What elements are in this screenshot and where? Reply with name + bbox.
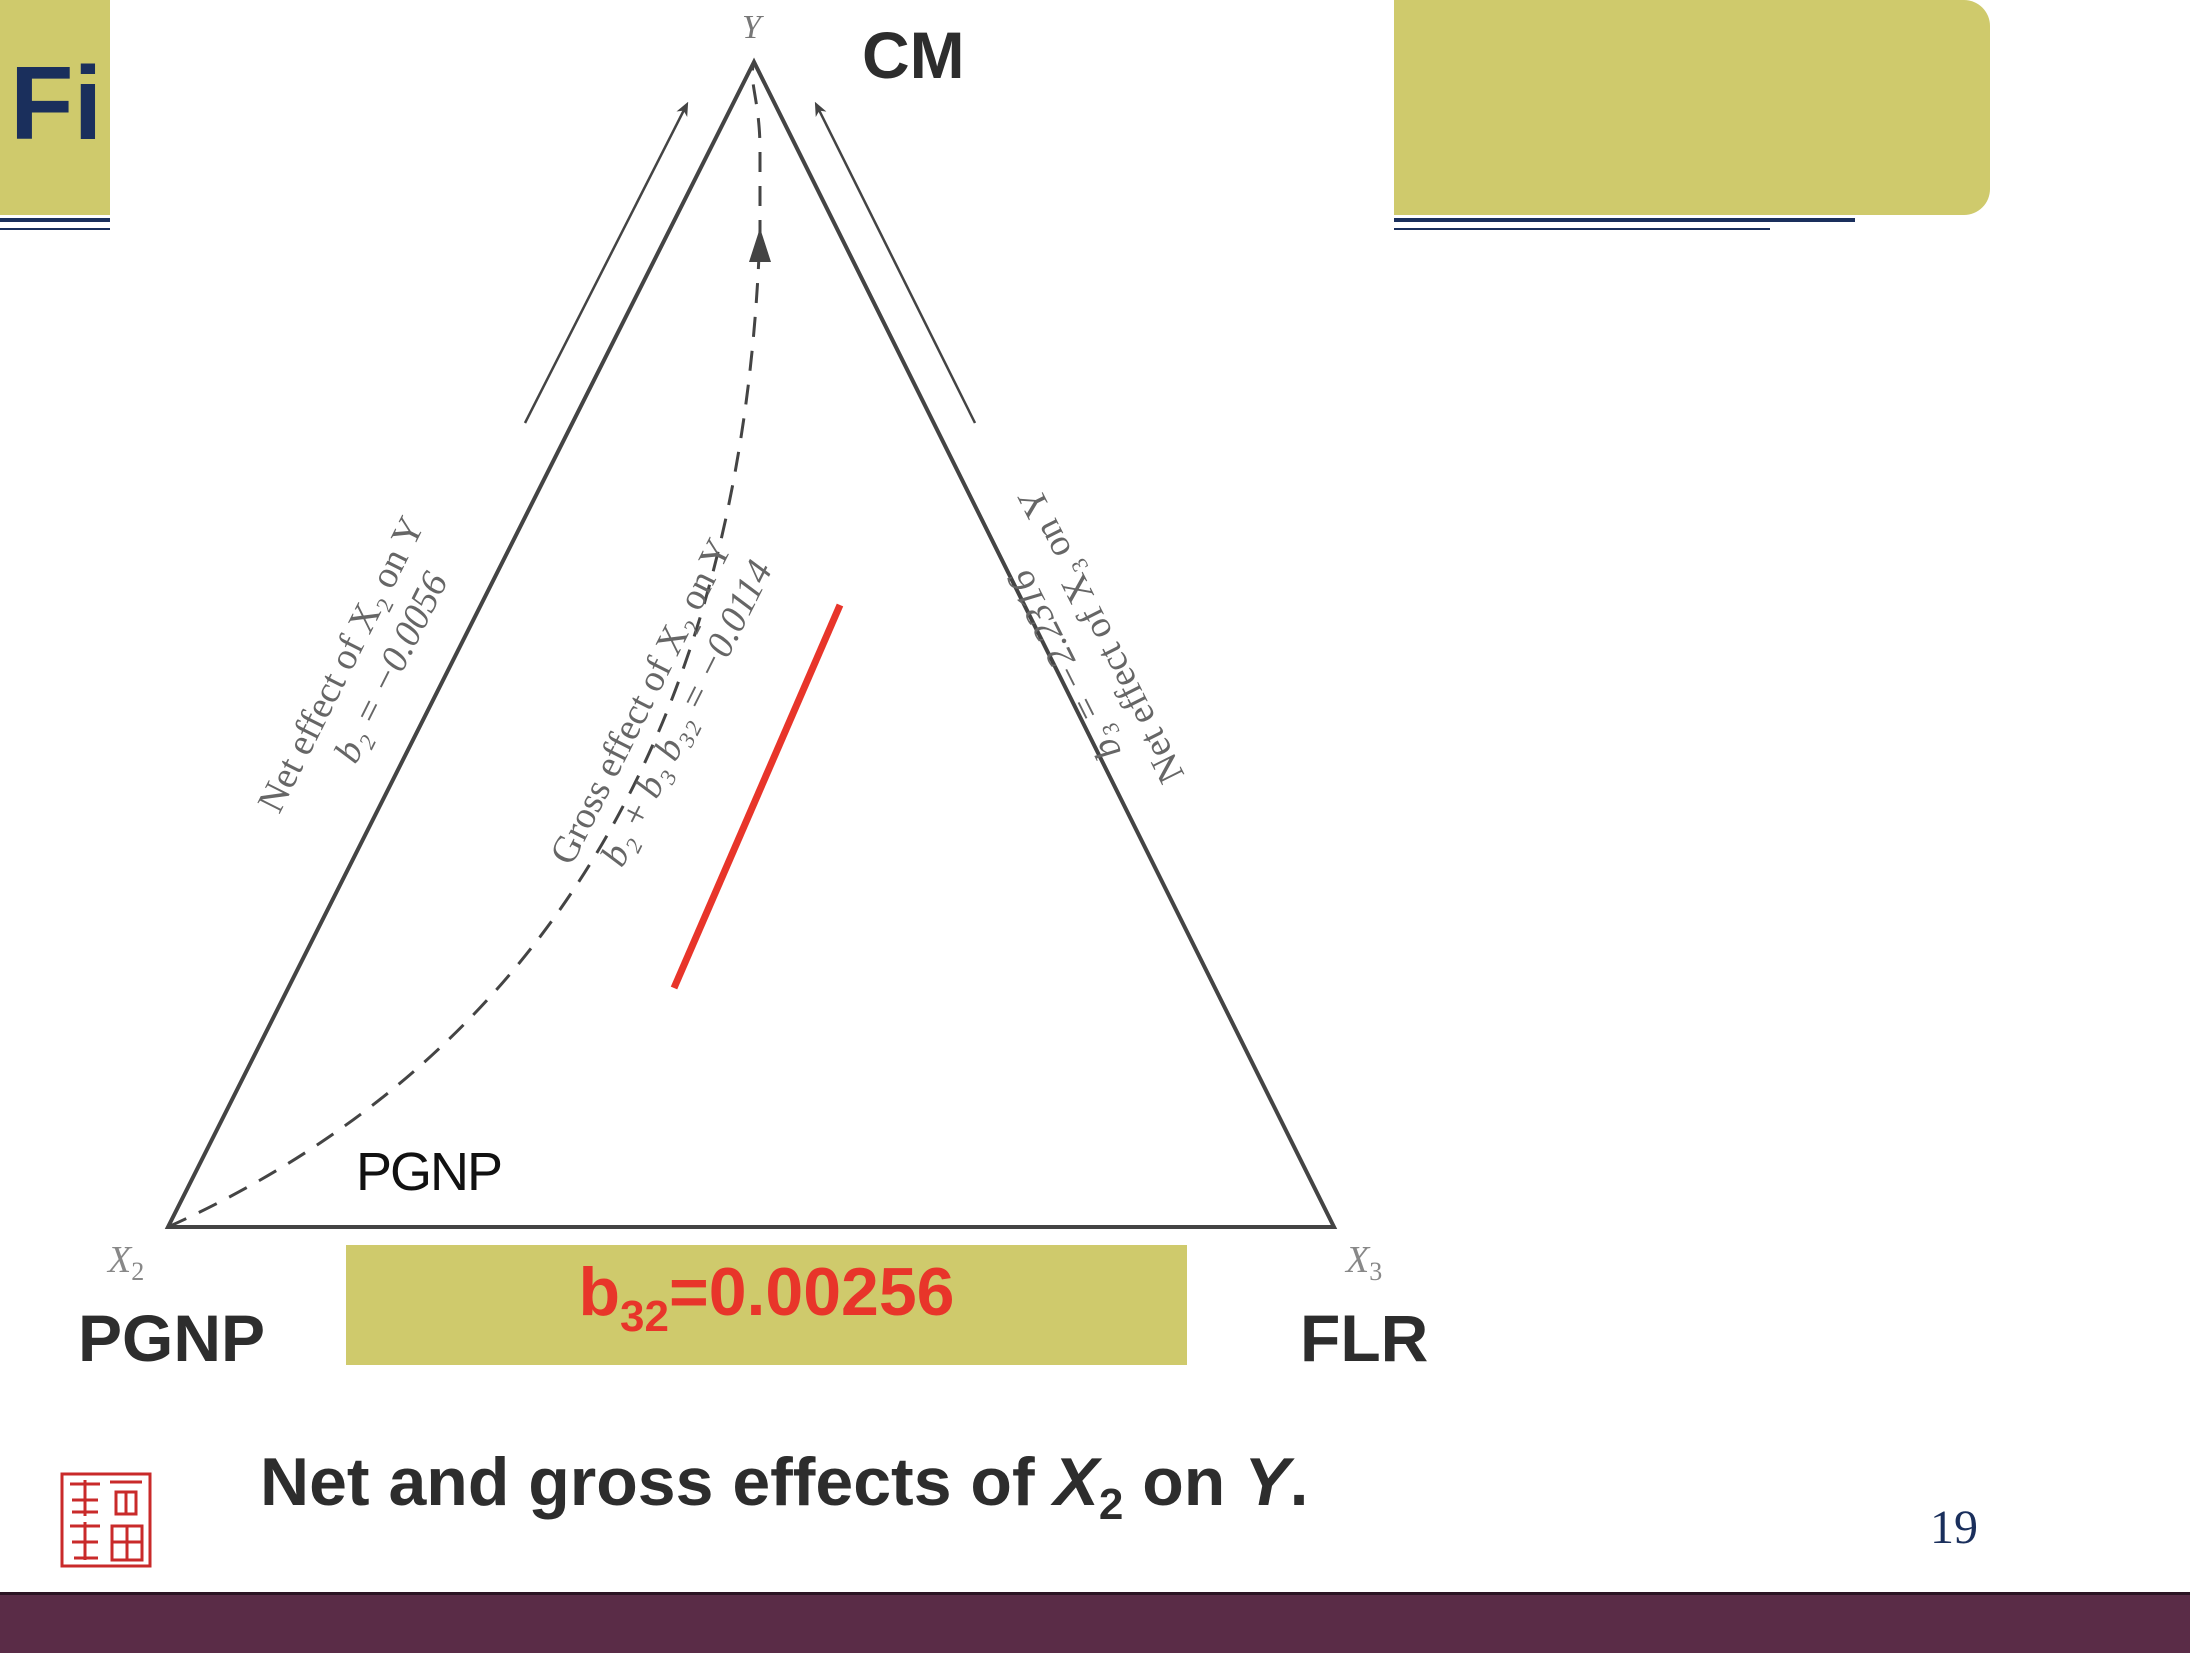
red-line bbox=[670, 603, 844, 990]
right-net-arrow bbox=[814, 101, 977, 424]
right-edge-label: Net effect of X₃ on Y b₃ = −2.2316 bbox=[999, 481, 1193, 790]
page-number: 19 bbox=[1930, 1501, 1978, 1554]
left-edge-label: Net effect of X₂ on Y b₂ = −0.0056 bbox=[250, 510, 457, 819]
figure-caption: Net and gross effects of X2 on Y. bbox=[260, 1444, 1309, 1529]
slide-title: Fi bbox=[10, 46, 103, 162]
b32-value: b32=0.00256 bbox=[578, 1254, 955, 1341]
left-net-arrow bbox=[523, 101, 689, 424]
pgnp-inner-label: PGNP bbox=[356, 1142, 503, 1202]
vertex-x3: X3 bbox=[1344, 1239, 1382, 1286]
pgnp-label: PGNP bbox=[78, 1301, 266, 1375]
cm-label: CM bbox=[862, 18, 965, 92]
footer-bar bbox=[0, 1592, 2190, 1653]
b32-box bbox=[346, 1245, 1187, 1365]
seal-logo bbox=[60, 1472, 152, 1568]
gross-effect-path bbox=[167, 229, 762, 1229]
vertex-x2: X2 bbox=[106, 1239, 144, 1286]
gross-effect-label: Gross effect of X₂ on Y b₂ + b₃ b₃₂ = −0… bbox=[542, 532, 781, 873]
figure-panel bbox=[110, 0, 1394, 1360]
gross-effect-arrow bbox=[749, 228, 771, 262]
vertex-y: Y bbox=[742, 9, 764, 46]
flr-label: FLR bbox=[1300, 1301, 1429, 1375]
gross-effect-top bbox=[750, 61, 762, 240]
triangle-outline bbox=[164, 57, 1338, 1229]
